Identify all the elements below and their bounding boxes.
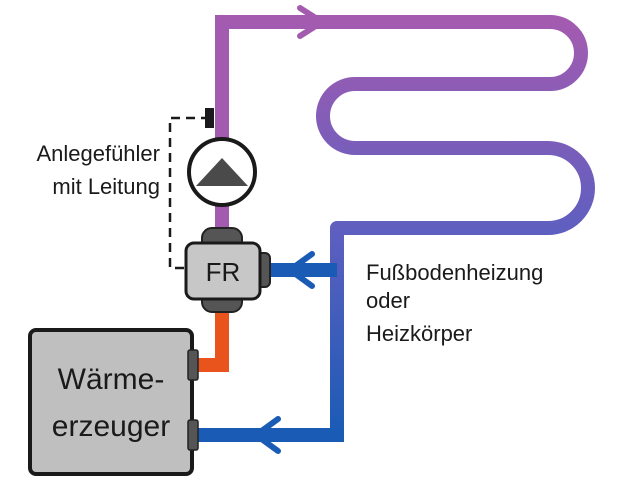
return-arrow-chevron-left-icon	[287, 251, 315, 289]
circulation-pump-icon	[187, 137, 257, 207]
generator-outlet-pipe	[190, 305, 229, 372]
sensor-label-line2: mit Leitung	[52, 174, 160, 199]
generator-label-line2: erzeuger	[52, 410, 170, 443]
return-arrow-chevron-left-icon	[253, 416, 281, 454]
sensor-label-line1: Anlegefühler	[36, 141, 160, 166]
controller-label: FR	[206, 257, 241, 287]
heating-coil-pipe	[215, 15, 595, 435]
heat-generator: Wärme- erzeuger	[28, 328, 199, 476]
supply-arrow-chevron-right-icon	[297, 5, 325, 39]
controller-fr: FR	[184, 227, 271, 313]
generator-label-line1: Wärme-	[58, 363, 165, 396]
heating-label-line1: Fußbodenheizung	[366, 260, 543, 285]
heating-label-line2: oder	[366, 288, 410, 313]
heating-label-line3: Heizkörper	[366, 321, 472, 346]
sensor-cable	[168, 116, 210, 270]
sensor-clamp	[205, 108, 214, 128]
